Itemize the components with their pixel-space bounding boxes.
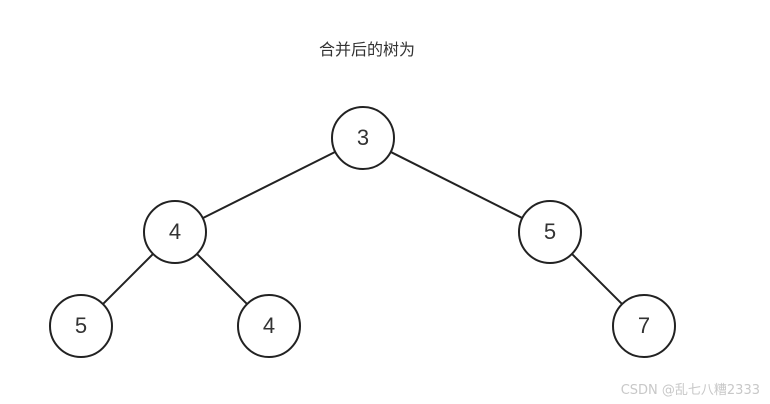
- tree-node-right: 5: [518, 200, 582, 264]
- node-circle: [143, 200, 207, 264]
- edge-right-to-right-right: [571, 253, 623, 305]
- tree-nodes: 3 4 5 5 4 7: [49, 106, 676, 358]
- tree-node-right-right: 7: [612, 294, 676, 358]
- watermark: CSDN @乱七八糟2333: [620, 383, 760, 398]
- node-value: 5: [544, 219, 556, 244]
- tree-node-root: 3: [331, 106, 395, 170]
- edge-root-to-right: [390, 151, 523, 219]
- node-circle: [49, 294, 113, 358]
- node-circle: [331, 106, 395, 170]
- node-circle: [237, 294, 301, 358]
- node-circle: [518, 200, 582, 264]
- node-value: 4: [169, 219, 181, 244]
- node-circle: [612, 294, 676, 358]
- diagram-title: 合并后的树为: [318, 40, 415, 59]
- node-value: 5: [75, 313, 87, 338]
- edge-left-to-left-right: [196, 253, 248, 305]
- tree-edges: [102, 150, 623, 305]
- tree-node-left-left: 5: [49, 294, 113, 358]
- node-value: 3: [357, 125, 369, 150]
- edge-left-to-left-left: [102, 253, 154, 305]
- tree-node-left: 4: [143, 200, 207, 264]
- node-value: 4: [263, 313, 275, 338]
- tree-node-left-right: 4: [237, 294, 301, 358]
- edge-root-to-left: [202, 150, 336, 220]
- node-value: 7: [638, 313, 650, 338]
